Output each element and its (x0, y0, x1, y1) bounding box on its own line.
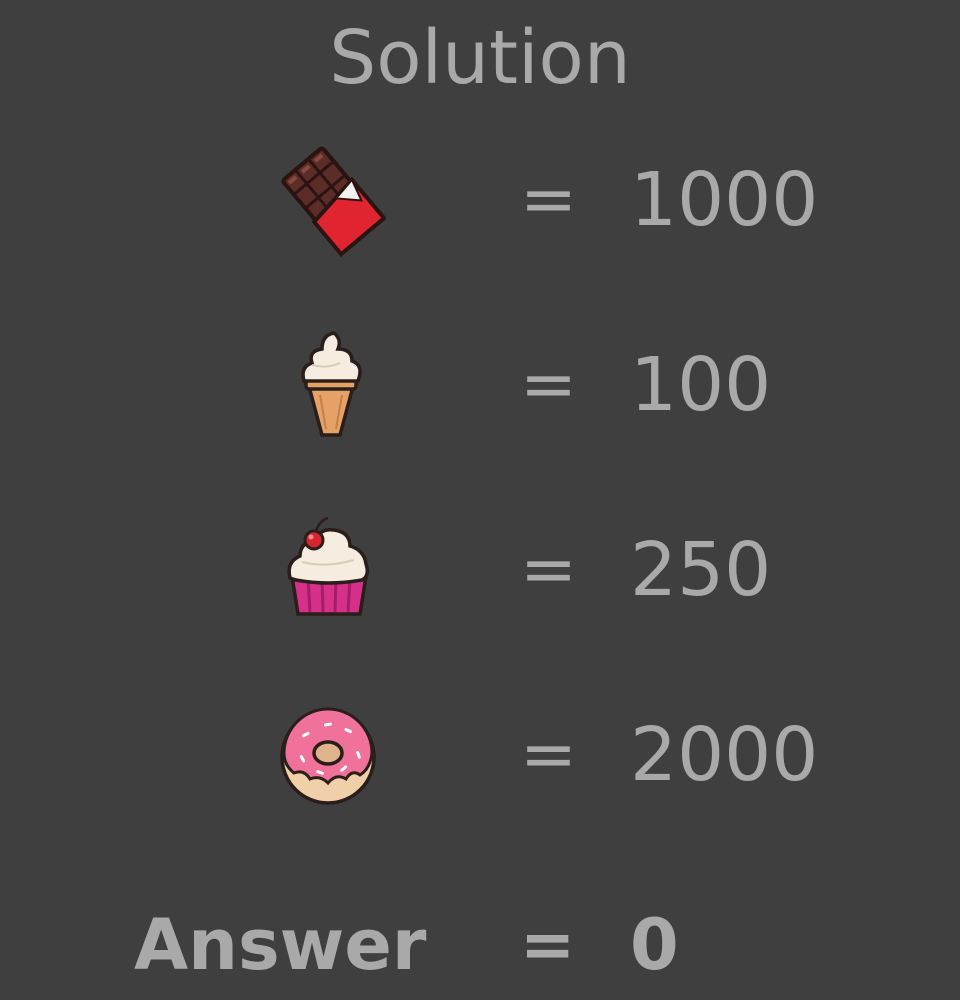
answer-label: Answer (134, 904, 427, 986)
item-value: 100 (630, 342, 772, 428)
item-row-chocolate: = 1000 (0, 140, 960, 260)
donut-icon (276, 695, 386, 815)
equals-sign: = (520, 345, 577, 424)
item-row-ice-cream: = 100 (0, 325, 960, 445)
equals-sign: = (520, 906, 576, 983)
item-value: 250 (630, 527, 772, 613)
cupcake-icon (276, 510, 386, 630)
item-row-cupcake: = 250 (0, 510, 960, 630)
page-title: Solution (329, 15, 631, 101)
item-value: 2000 (630, 712, 819, 798)
item-row-donut: = 2000 (0, 695, 960, 815)
equals-sign: = (520, 160, 577, 239)
item-value: 1000 (630, 157, 819, 243)
answer-value: 0 (630, 904, 679, 986)
ice-cream-cone-icon (276, 325, 386, 445)
equals-sign: = (520, 715, 577, 794)
answer-row: Answer = 0 (0, 890, 960, 1000)
chocolate-bar-icon (276, 140, 387, 260)
equals-sign: = (520, 530, 577, 609)
